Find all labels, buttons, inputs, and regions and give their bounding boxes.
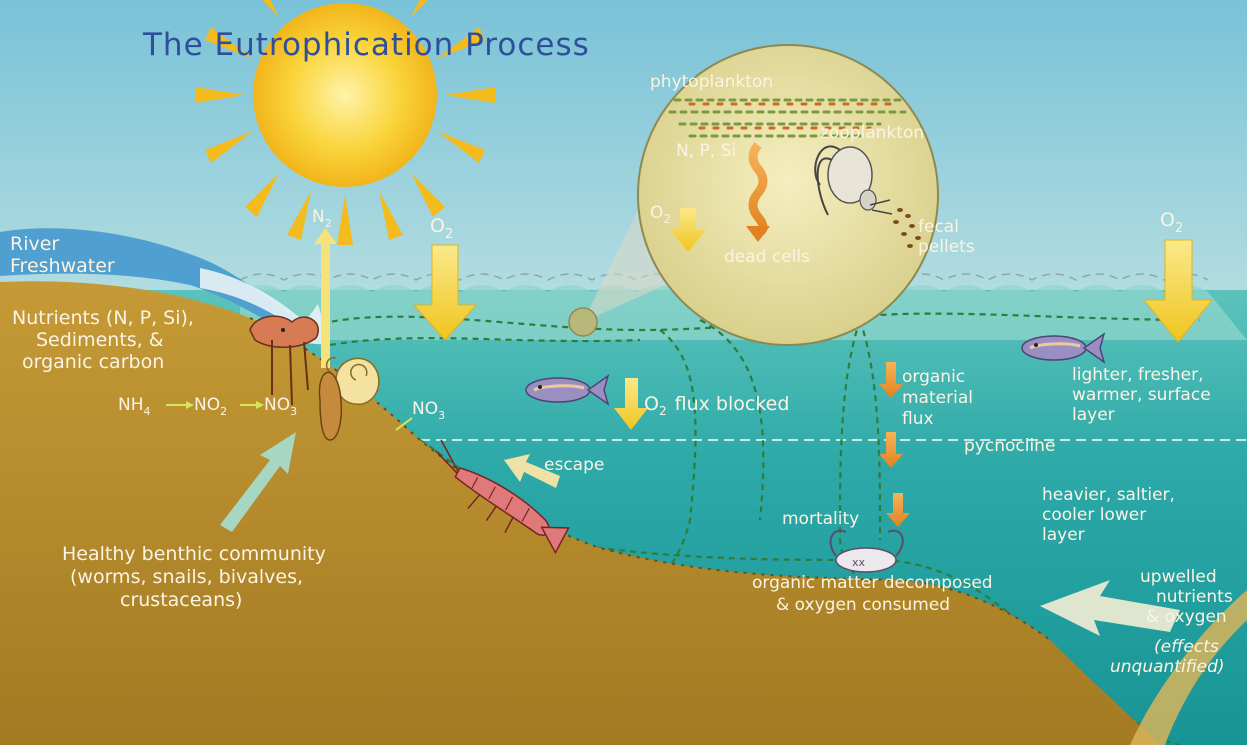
label-decomposed-line2: & oxygen consumed bbox=[776, 595, 950, 615]
label-mortality: mortality bbox=[782, 509, 859, 529]
label-lighter-line2: warmer, surface bbox=[1072, 385, 1211, 405]
label-phytoplankton: phytoplankton bbox=[650, 72, 773, 92]
label-dead-cells: dead cells bbox=[724, 247, 810, 267]
label-zooplankton: zooplankton bbox=[820, 123, 924, 143]
label-escape: escape bbox=[544, 455, 604, 475]
river-label-line2: Freshwater bbox=[10, 255, 115, 277]
diagram-title: The Eutrophication Process bbox=[142, 27, 590, 63]
label-upwelled-line3: & oxygen bbox=[1146, 607, 1227, 627]
bivalve-icon bbox=[319, 372, 341, 440]
label-effects-line2: unquantified) bbox=[1110, 657, 1225, 677]
label-healthy-line2: (worms, snails, bivalves, bbox=[70, 566, 303, 588]
label-heavier-line1: heavier, saltier, bbox=[1042, 485, 1175, 505]
inset-source-dot bbox=[569, 308, 597, 336]
label-lighter-line1: lighter, fresher, bbox=[1072, 365, 1203, 385]
label-lighter-line3: layer bbox=[1072, 405, 1115, 425]
label-nutrients-line3: organic carbon bbox=[22, 351, 164, 373]
label-heavier-line3: layer bbox=[1042, 525, 1085, 545]
label-healthy-line3: crustaceans) bbox=[120, 589, 242, 611]
label-fecal: fecal bbox=[918, 217, 959, 237]
label-upwelled-line1: upwelled bbox=[1140, 567, 1217, 587]
label-pycnocline: pycnocline bbox=[964, 436, 1055, 456]
label-organic-line3: flux bbox=[902, 409, 934, 429]
label-organic-line1: organic bbox=[902, 367, 965, 387]
river-label-line1: River bbox=[10, 233, 59, 255]
label-organic-line2: material bbox=[902, 388, 973, 408]
label-effects-line1: (effects bbox=[1154, 637, 1219, 657]
label-nutrients-line1: Nutrients (N, P, Si), bbox=[12, 307, 194, 329]
label-nps-inset: N, P, Si bbox=[676, 141, 736, 161]
label-healthy-line1: Healthy benthic community bbox=[62, 543, 326, 565]
label-nutrients-line2: Sediments, & bbox=[36, 329, 164, 351]
label-upwelled-line2: nutrients bbox=[1156, 587, 1233, 607]
label-heavier-line2: cooler lower bbox=[1042, 505, 1146, 525]
svg-text:xx: xx bbox=[852, 556, 866, 569]
label-pellets: pellets bbox=[918, 237, 975, 257]
label-decomposed-line1: organic matter decomposed bbox=[752, 573, 993, 593]
